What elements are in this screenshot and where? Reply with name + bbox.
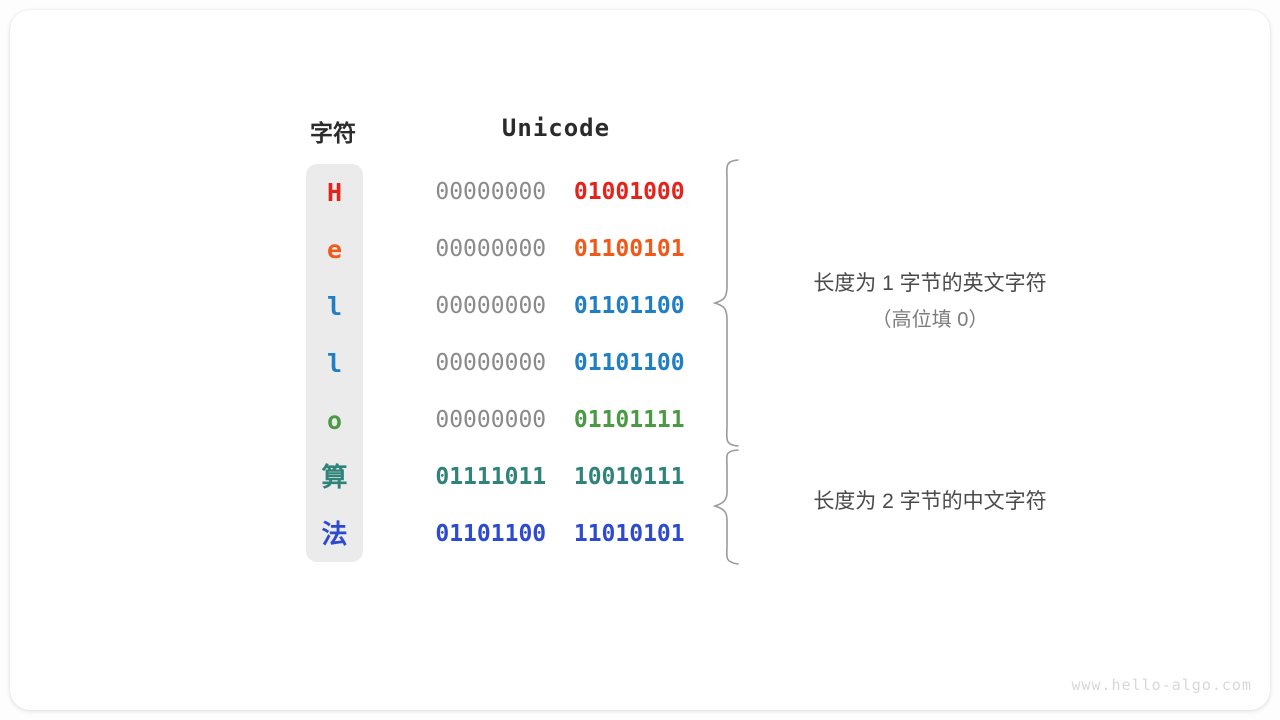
row-binary: 00000000 01101100	[400, 335, 720, 392]
row-character: 法	[321, 519, 348, 549]
row-high-byte: 01111011	[435, 464, 547, 490]
row-high-byte: 01101100	[435, 521, 547, 547]
table-row: H 00000000 01001000	[0, 164, 1280, 221]
row-character: 算	[321, 462, 348, 492]
table-row: 算 01111011 10010111	[0, 449, 1280, 506]
row-binary: 00000000 01101100	[400, 278, 720, 335]
row-low-byte: 01101100	[573, 293, 685, 319]
annotation-one-byte: 长度为 1 字节的英文字符 （高位填 0）	[760, 266, 1100, 338]
row-high-byte: 00000000	[435, 350, 547, 376]
row-character: o	[326, 406, 343, 435]
row-character: H	[326, 178, 343, 207]
row-binary: 01111011 10010111	[400, 449, 720, 506]
row-high-byte: 00000000	[435, 407, 547, 433]
annotation-one-byte-main: 长度为 1 字节的英文字符	[813, 272, 1047, 295]
row-high-byte: 00000000	[435, 236, 547, 262]
row-binary: 00000000 01001000	[400, 164, 720, 221]
row-low-byte: 01101100	[573, 350, 685, 376]
row-binary: 00000000 01100101	[400, 221, 720, 278]
brace-one-byte-group	[712, 159, 739, 447]
site-watermark: www.hello-algo.com	[1071, 676, 1252, 694]
row-low-byte: 01100101	[573, 236, 685, 262]
table-row: l 00000000 01101100	[0, 278, 1280, 335]
row-low-byte: 01101111	[573, 407, 685, 433]
row-low-byte: 01001000	[573, 179, 685, 205]
row-high-byte: 00000000	[435, 293, 547, 319]
column-header-unicode: Unicode	[501, 114, 611, 142]
annotation-one-byte-sub: （高位填 0）	[871, 309, 989, 331]
row-high-byte: 00000000	[435, 179, 547, 205]
row-character: l	[326, 292, 343, 321]
row-low-byte: 11010101	[573, 521, 685, 547]
brace-two-byte-group	[712, 449, 739, 565]
row-character: e	[326, 235, 343, 264]
annotation-two-byte: 长度为 2 字节的中文字符	[760, 484, 1100, 520]
column-header-character: 字符	[310, 120, 356, 146]
row-binary: 01101100 11010101	[400, 506, 720, 563]
table-row: 法 01101100 11010101	[0, 506, 1280, 563]
table-row: l 00000000 01101100	[0, 335, 1280, 392]
row-character: l	[326, 349, 343, 378]
row-binary: 00000000 01101111	[400, 392, 720, 449]
table-row: o 00000000 01101111	[0, 392, 1280, 449]
row-low-byte: 10010111	[573, 464, 685, 490]
annotation-two-byte-main: 长度为 2 字节的中文字符	[813, 490, 1047, 513]
character-column-background	[306, 164, 363, 562]
content-card	[10, 10, 1270, 710]
table-row: e 00000000 01100101	[0, 221, 1280, 278]
